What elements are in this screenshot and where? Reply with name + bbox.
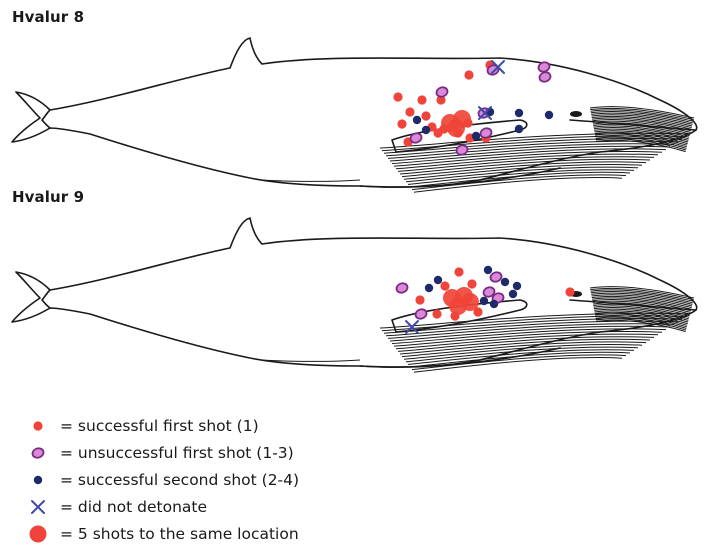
shot-marker-five-shots [447,119,465,137]
shot-marker-success-second [501,278,509,286]
shot-marker-success-second [422,126,430,134]
shot-marker-success-second [490,300,498,308]
success-first-marker-icon [24,415,52,437]
shot-marker-success-first [454,267,463,276]
shot-marker-success-first [393,92,402,101]
legend-marker-success-first [33,421,42,430]
shot-marker-success-first [417,95,426,104]
shot-marker-unsuccessful-first [455,144,469,156]
legend-item-unsuccessful-first: = unsuccessful first shot (1-3) [24,439,704,466]
five-shots-marker-icon [24,523,52,545]
shot-marker-success-first [432,309,441,318]
legend-item-success-first: = successful first shot (1) [24,412,704,439]
legend-marker-success-second [34,475,42,483]
shot-marker-success-second [480,297,488,305]
legend-label: = did not detonate [60,498,207,516]
shot-marker-success-second [509,290,517,298]
legend-marker-unsuccessful-first [31,446,45,458]
shot-marker-success-first [464,70,473,79]
shot-marker-success-second [425,284,433,292]
shot-marker-unsuccessful-first [538,71,552,83]
shot-markers-panel-1 [393,60,553,156]
shot-marker-success-first [565,287,574,296]
shot-marker-success-second [413,116,421,124]
shot-marker-success-first [421,111,430,120]
shot-marker-success-second [513,282,521,290]
unsuccessful-first-marker-icon [24,442,52,464]
shot-marker-success-first [415,295,424,304]
legend: = successful first shot (1) = unsuccessf… [24,412,704,547]
shot-marker-success-second [515,109,523,117]
shot-marker-unsuccessful-first [537,61,551,73]
shot-marker-did-not-detonate [406,321,418,333]
cross-marker-icon [24,496,52,518]
legend-label: = unsuccessful first shot (1-3) [60,444,294,462]
legend-marker-did-not-detonate [32,501,44,513]
shot-marker-success-first [440,281,449,290]
shot-marker-success-second [515,125,523,133]
shot-marker-success-first [467,279,476,288]
legend-label: = successful second shot (2-4) [60,471,299,489]
success-second-marker-icon [24,469,52,491]
shot-marker-success-second [484,266,492,274]
shot-marker-unsuccessful-first [395,282,409,294]
shot-marker-unsuccessful-first [414,308,428,320]
shot-marker-success-second [434,276,442,284]
shot-marker-unsuccessful-first [435,86,449,98]
shot-markers-layer [0,0,708,400]
legend-label: = successful first shot (1) [60,417,259,435]
shot-markers-panel-2 [395,266,574,333]
shot-marker-unsuccessful-first [479,127,493,139]
legend-item-success-second: = successful second shot (2-4) [24,466,704,493]
legend-item-five-shots: = 5 shots to the same location [24,520,704,547]
shot-marker-success-first [405,107,414,116]
legend-label: = 5 shots to the same location [60,525,299,543]
shot-marker-five-shots [461,293,479,311]
shot-marker-success-second [545,111,553,119]
shot-marker-success-first [397,119,406,128]
legend-item-did-not-detonate: = did not detonate [24,493,704,520]
shot-marker-success-second [472,132,480,140]
